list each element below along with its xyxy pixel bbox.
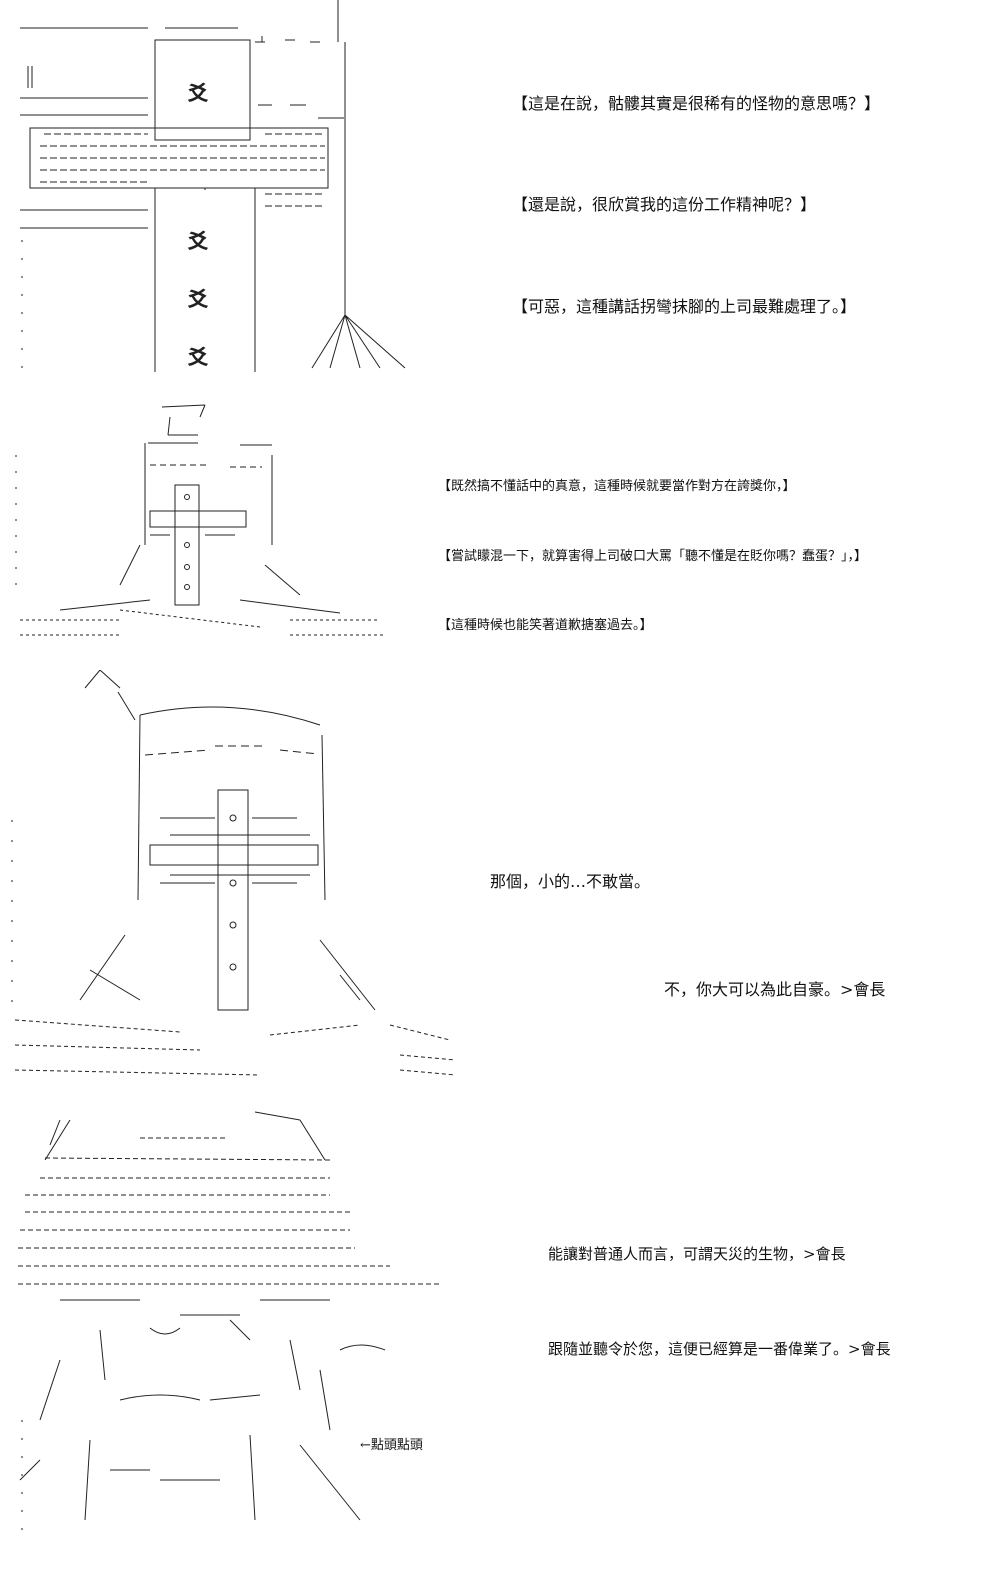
panel-4: 能讓對普通人而言，可謂天災的生物，>會長 跟隨並聽令於您，這便已經算是一番偉業了… bbox=[0, 1100, 1000, 1596]
panel-1-ascii-art: 爻 爻 爻 爻 bbox=[20, 0, 406, 372]
panel-4-line-1: 能讓對普通人而言，可謂天災的生物，>會長 bbox=[548, 1245, 846, 1263]
svg-text:爻: 爻 bbox=[188, 81, 208, 105]
svg-text:爻: 爻 bbox=[188, 229, 208, 253]
panel-1-line-1: 【這是在說，骷髏其實是很稀有的怪物的意思嗎？】 bbox=[512, 94, 881, 113]
panel-2-line-2: 【嘗試矇混一下，就算害得上司破口大罵「聽不懂是在貶你嗎？蠢蛋？」，】 bbox=[438, 549, 868, 564]
panel-2-line-3: 【這種時候也能笑著道歉搪塞過去。】 bbox=[438, 618, 653, 633]
panel-3-knight-ascii-art bbox=[11, 670, 456, 1076]
panel-1-line-3: 【可惡，這種講話拐彎抹腳的上司最難處理了。】 bbox=[512, 297, 857, 316]
panel-4-character-ascii-art bbox=[18, 1111, 440, 1530]
svg-text:爻: 爻 bbox=[188, 287, 208, 311]
panel-1-line-2: 【還是說，很欣賞我的這份工作精神呢？】 bbox=[512, 195, 817, 214]
panel-4-nod-annotation: ←點頭點頭 bbox=[360, 1438, 423, 1453]
svg-text:爻: 爻 bbox=[188, 345, 208, 369]
panel-2-knight-ascii-art bbox=[15, 404, 385, 636]
panel-2-line-1: 【既然搞不懂話中的真意，這種時候就要當作對方在誇獎你，】 bbox=[438, 479, 796, 494]
panel-3: 那個，小的…不敢當。 不，你大可以為此自豪。>會長 bbox=[0, 670, 1000, 1090]
panel-2: 【既然搞不懂話中的真意，這種時候就要當作對方在誇獎你，】 【嘗試矇混一下，就算害… bbox=[0, 395, 1000, 655]
panel-4-line-2: 跟隨並聽令於您，這便已經算是一番偉業了。>會長 bbox=[548, 1340, 891, 1358]
panel-1: 爻 爻 爻 爻 【這是在說，骷髏其實是很 bbox=[0, 0, 1000, 380]
panel-3-line-1: 那個，小的…不敢當。 bbox=[490, 872, 651, 891]
panel-3-line-2: 不，你大可以為此自豪。>會長 bbox=[664, 980, 886, 999]
